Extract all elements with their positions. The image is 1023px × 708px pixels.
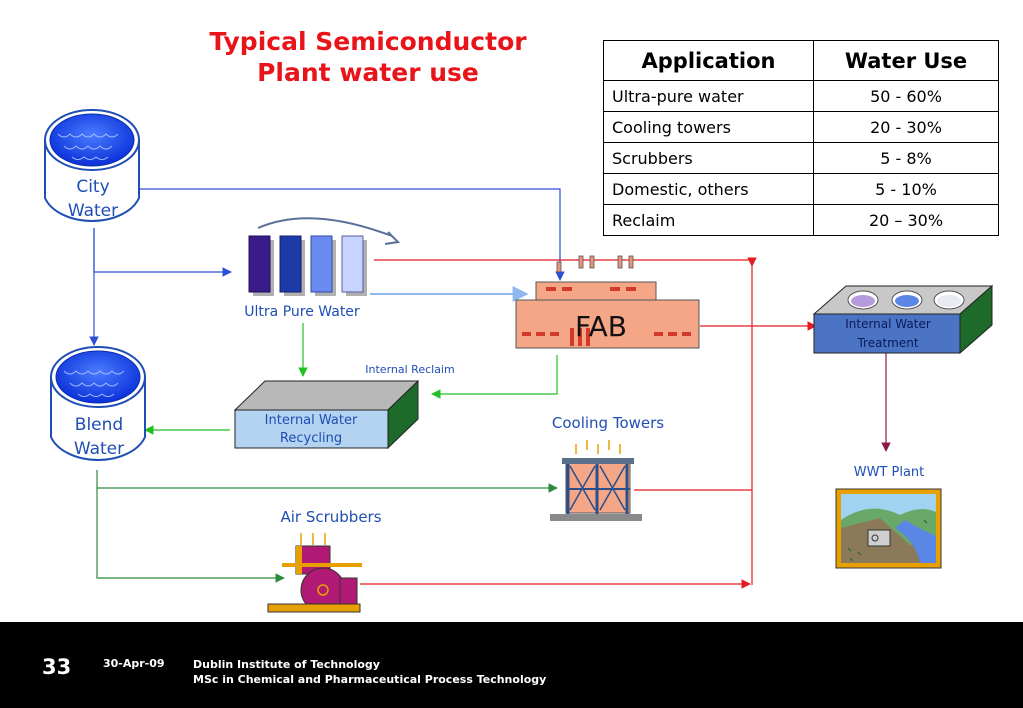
- title-line-2: Plant water use: [257, 58, 479, 87]
- blend-water-label-2: Water: [74, 439, 124, 459]
- city-to-fab-arrow: [138, 188, 565, 281]
- fab-reclaim-arrow: [431, 355, 558, 399]
- page-number: 33: [42, 655, 72, 679]
- fab-building: FAB: [515, 255, 700, 349]
- internal-water-recycling-unit: Internal Water Recycling: [233, 379, 420, 450]
- cooling-towers-unit: Cooling Towers: [550, 414, 664, 521]
- row-water-use: 20 – 30%: [813, 204, 999, 236]
- internal-reclaim-label: Internal Reclaim: [365, 363, 454, 376]
- footer-institution: Dublin Institute of Technology: [193, 658, 380, 671]
- water-use-table: Application Water Use Ultra-pure water 5…: [603, 40, 999, 236]
- footer-institution-block: Dublin Institute of Technology MSc in Ch…: [193, 657, 546, 687]
- ultra-pure-water-unit: Ultra Pure Water: [244, 217, 401, 320]
- internal-water-recycling-label-1: Internal Water: [265, 413, 358, 428]
- table-header-row: Application Water Use: [603, 40, 999, 81]
- internal-water-treatment-unit: Internal Water Treatment: [812, 284, 994, 355]
- row-water-use: 5 - 8%: [813, 142, 999, 174]
- city-to-upw-arrow: [93, 228, 232, 277]
- wwt-plant-label: WWT Plant: [854, 465, 925, 480]
- wwt-plant-unit: WWT Plant: [835, 465, 942, 569]
- upw-reject-arrow: [374, 257, 757, 267]
- header-water-use: Water Use: [813, 40, 999, 81]
- slide-footer: 33 30-Apr-09 Dublin Institute of Technol…: [0, 622, 1023, 708]
- row-water-use: 5 - 10%: [813, 173, 999, 205]
- blend-to-cooling-arrow: [96, 470, 558, 493]
- row-application: Reclaim: [603, 204, 814, 236]
- table-row: Scrubbers 5 - 8%: [603, 142, 999, 174]
- blend-water-label-1: Blend: [75, 415, 123, 435]
- blend-water-tank: Blend Water: [50, 346, 146, 461]
- city-water-label-1: City: [76, 177, 109, 197]
- title-line-1: Typical Semiconductor: [209, 27, 527, 56]
- cooling-towers-label: Cooling Towers: [552, 414, 664, 432]
- ultra-pure-water-label: Ultra Pure Water: [244, 304, 360, 320]
- row-application: Scrubbers: [603, 142, 814, 174]
- air-scrubbers-unit: Air Scrubbers: [267, 508, 382, 613]
- air-scrubbers-label: Air Scrubbers: [280, 508, 381, 526]
- blend-to-scrubbers-arrow: [96, 488, 285, 583]
- water-flow-diagram: City Water Blend Water Ultra Pure Water: [44, 109, 994, 613]
- table-row: Domestic, others 5 - 10%: [603, 173, 999, 205]
- header-application: Application: [603, 40, 814, 81]
- row-application: Domestic, others: [603, 173, 814, 205]
- city-water-tank: City Water: [44, 109, 140, 222]
- footer-course: MSc in Chemical and Pharmaceutical Proce…: [193, 673, 547, 686]
- internal-water-treatment-label-1: Internal Water: [845, 317, 931, 331]
- row-water-use: 50 - 60%: [813, 80, 999, 112]
- city-water-label-2: Water: [68, 201, 118, 221]
- table-row: Reclaim 20 – 30%: [603, 204, 999, 236]
- footer-date: 30-Apr-09: [103, 657, 165, 670]
- table-row: Ultra-pure water 50 - 60%: [603, 80, 999, 112]
- internal-water-treatment-label-2: Treatment: [856, 336, 918, 350]
- fab-label: FAB: [575, 310, 627, 343]
- flow-lines: [89, 188, 891, 589]
- slide-title: Typical Semiconductor Plant water use: [178, 26, 558, 88]
- internal-water-recycling-label-2: Recycling: [280, 431, 342, 446]
